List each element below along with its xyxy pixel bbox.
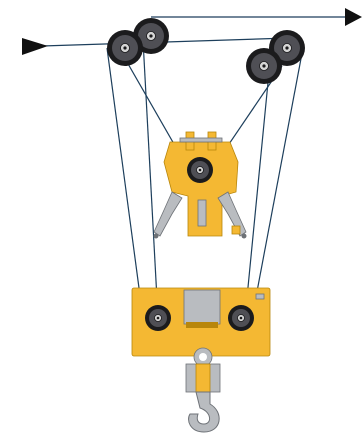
hook-block-center-bar [186,322,218,328]
middle-block-tab-right [231,225,241,235]
crown-sheave-left-front [107,30,143,66]
middle-block-bar [179,137,223,143]
hook-block-sheave-left [145,305,171,331]
crown-sheave-right-front [246,48,282,84]
middle-block-leg-left [153,191,183,237]
rope-right-fall-inner [244,61,271,319]
rope-left-fall-inner [142,39,159,319]
middle-block-foot-left [153,233,159,239]
hook-block [131,287,271,433]
arrow-right-icon [345,8,362,26]
middle-block-sheave [187,157,213,183]
hook-swivel-hole [199,353,207,361]
middle-block [153,131,247,239]
sheave-group [107,18,305,331]
hook-shank-plate [195,363,211,393]
hook-block-tab [255,293,265,300]
middle-block-leg-right [217,191,247,237]
arrow-left-icon [22,38,48,55]
middle-block-foot-right [241,233,247,239]
hook-block-center-channel [183,289,221,325]
rope-left-fall-outer [106,47,144,319]
middle-block-slot [197,199,207,227]
hook-block-sheave-right [228,305,254,331]
middle-block-plate [163,141,239,237]
rope-right-fall-outer [251,47,304,319]
hook-icon [188,391,220,433]
